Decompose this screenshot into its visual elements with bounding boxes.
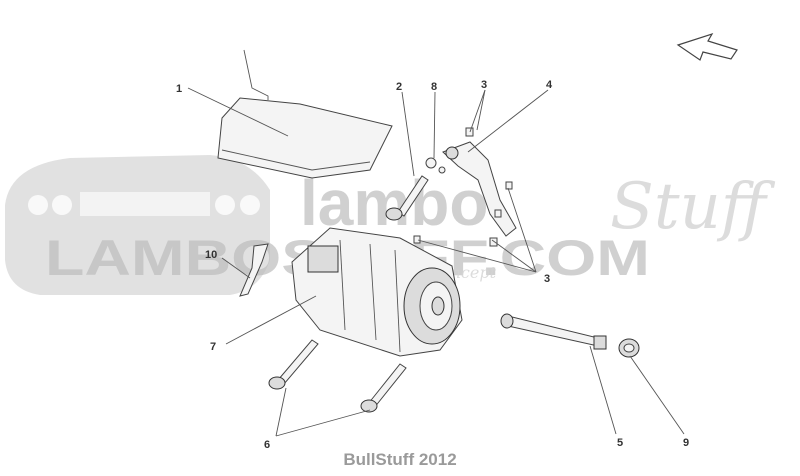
direction-arrow-icon xyxy=(676,32,738,61)
callout-2: 2 xyxy=(396,81,402,93)
watermark-car-silhouette xyxy=(5,155,270,295)
part-5-shaft xyxy=(500,313,607,350)
part-8-washer xyxy=(425,157,446,174)
part-3-small-bolts xyxy=(413,127,513,247)
watermark-word: lambo xyxy=(300,167,488,239)
part-2-bolt xyxy=(385,175,429,221)
callout-3-top: 3 xyxy=(481,79,487,91)
part-9-nut xyxy=(618,338,640,358)
callout-1: 1 xyxy=(176,83,182,95)
callout-10: 10 xyxy=(205,249,217,261)
callout-8: 8 xyxy=(431,81,437,93)
part-1-cover xyxy=(217,49,393,179)
callout-4: 4 xyxy=(546,79,553,91)
part-10-clip xyxy=(239,243,269,297)
callout-5: 5 xyxy=(617,437,623,449)
callout-9: 9 xyxy=(683,437,689,449)
footer-credit: BullStuff 2012 xyxy=(343,450,457,469)
leader-lines xyxy=(187,87,685,437)
part-6-bolts xyxy=(268,339,407,413)
callout-6: 6 xyxy=(264,439,270,451)
callout-7: 7 xyxy=(210,341,216,353)
watermark-script: Stuff xyxy=(610,170,776,244)
part-7-compressor xyxy=(291,227,463,357)
callout-3-right: 3 xyxy=(544,273,550,285)
